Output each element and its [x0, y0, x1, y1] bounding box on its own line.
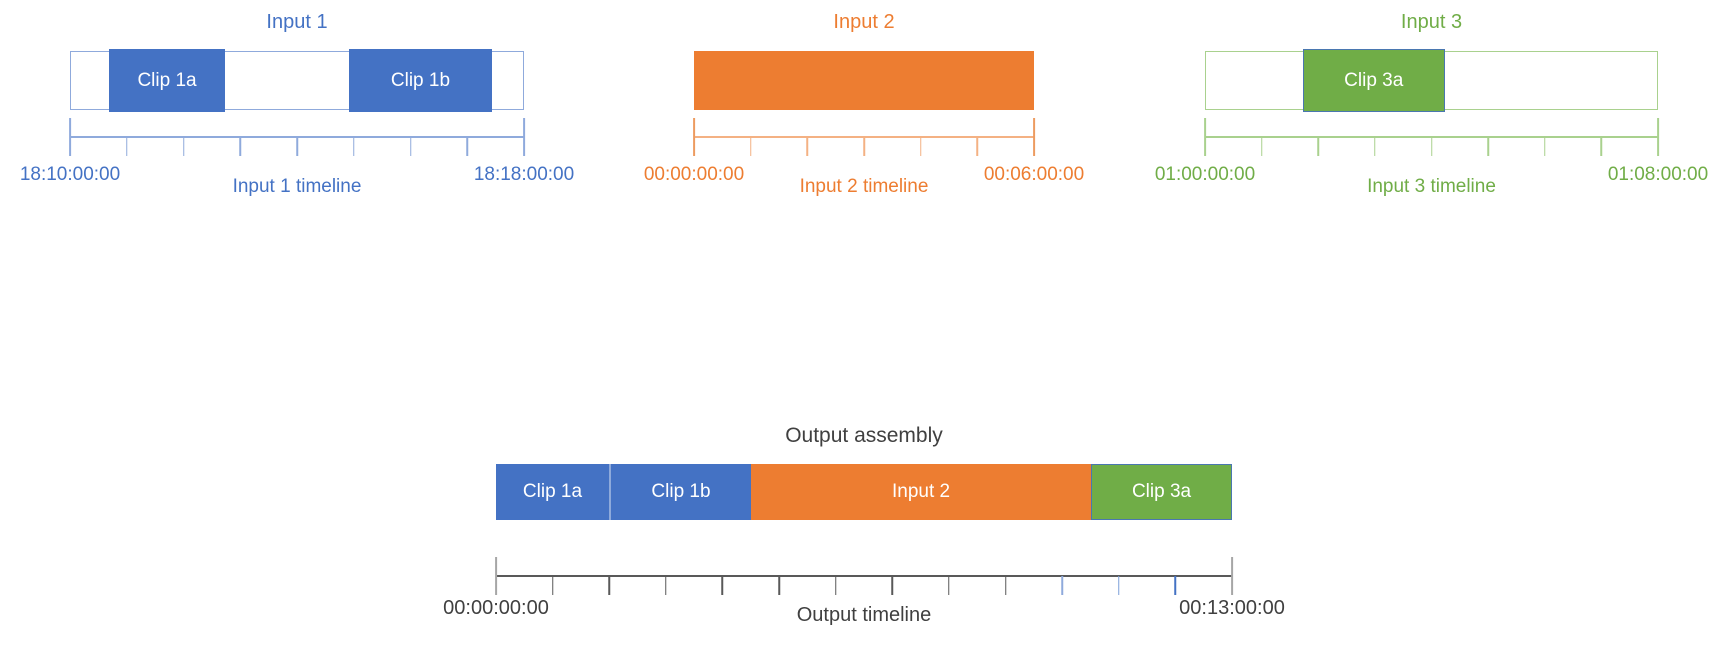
- input2-start-timecode: 00:00:00:00: [643, 164, 745, 185]
- ruler-tick: [834, 576, 837, 595]
- ruler-tick: [1061, 576, 1063, 595]
- input2-end-timecode: 00:06:00:00: [983, 164, 1085, 185]
- input2-bar-fill: [694, 51, 1034, 110]
- ruler-tick: [976, 137, 979, 156]
- ruler-end-tick: [1204, 118, 1206, 156]
- ruler-tick: [296, 137, 298, 156]
- ruler-tick: [948, 576, 950, 595]
- output-title: Output assembly: [785, 424, 943, 447]
- ruler-line: [496, 575, 1232, 577]
- ruler-tick: [891, 576, 894, 595]
- input1-source-bar: Clip 1a Clip 1b: [70, 49, 524, 112]
- input2-title: Input 2: [833, 11, 895, 33]
- ruler-tick: [1118, 576, 1120, 595]
- ruler-tick: [466, 137, 468, 156]
- ruler-end-tick: [693, 118, 695, 156]
- ruler-end-tick: [495, 557, 497, 595]
- ruler-tick: [863, 137, 865, 156]
- input3-clips: Clip 3a: [1205, 49, 1658, 112]
- ruler-tick: [806, 137, 809, 156]
- input2-timeline-label: Input 2 timeline: [799, 176, 929, 197]
- output-end-timecode: 00:13:00:00: [1179, 597, 1285, 619]
- output-timeline-ruler: [495, 557, 1233, 595]
- clip-segment-clip-3a: Clip 3a: [1091, 464, 1232, 520]
- ruler-tick: [409, 137, 412, 156]
- input1-timeline-label: Input 1 timeline: [232, 176, 362, 197]
- input1-clips: Clip 1a Clip 1b: [70, 49, 524, 112]
- input3-title: Input 3: [1400, 11, 1463, 33]
- ruler-tick: [749, 137, 752, 156]
- ruler-tick: [1374, 137, 1376, 156]
- input3-timeline-label: Input 3 timeline: [1367, 176, 1496, 197]
- ruler-tick: [665, 576, 667, 595]
- ruler-tick: [1600, 137, 1603, 156]
- ruler-end-tick: [1231, 557, 1233, 595]
- ruler-tick: [1430, 137, 1433, 156]
- clip-segment-clip-3a: Clip 3a: [1302, 49, 1445, 112]
- input3-end-timecode: 01:08:00:00: [1607, 164, 1709, 185]
- output-timeline-label: Output timeline: [796, 604, 932, 626]
- ruler-tick: [353, 137, 355, 156]
- clip-segment-input-2: Input 2: [751, 464, 1092, 520]
- output-start-timecode: 00:00:00:00: [443, 597, 549, 619]
- ruler-tick: [126, 137, 128, 156]
- ruler-end-tick: [69, 118, 71, 156]
- clip-segment-clip-1a: Clip 1a: [496, 464, 609, 520]
- input1-title: Input 1: [266, 11, 328, 33]
- ruler-tick: [182, 137, 185, 156]
- clip-segment-clip-1a: Clip 1a: [109, 49, 226, 112]
- input3-start-timecode: 01:00:00:00: [1154, 164, 1256, 185]
- input2-timeline-ruler: [693, 118, 1035, 156]
- ruler-end-tick: [1033, 118, 1035, 156]
- ruler-tick: [551, 576, 554, 595]
- ruler-end-tick: [1657, 118, 1659, 156]
- ruler-tick: [919, 137, 922, 156]
- input2-source-bar: [694, 49, 1034, 112]
- input1-timeline-ruler: [69, 118, 525, 156]
- input1-start-timecode: 18:10:00:00: [19, 164, 121, 185]
- ruler-tick: [1174, 576, 1177, 595]
- ruler-tick: [1487, 137, 1489, 156]
- ruler-tick: [1317, 137, 1319, 156]
- ruler-end-tick: [523, 118, 525, 156]
- clip-segment-clip-1b: Clip 1b: [608, 464, 752, 520]
- ruler-tick: [608, 576, 610, 595]
- ruler-tick: [778, 576, 780, 595]
- ruler-tick: [1004, 576, 1007, 595]
- clip-segment-clip-1b: Clip 1b: [348, 49, 492, 112]
- input3-source-bar: Clip 3a: [1205, 49, 1658, 112]
- ruler-tick: [721, 576, 724, 595]
- ruler-tick: [1544, 137, 1546, 156]
- ruler-tick: [239, 137, 241, 156]
- input1-end-timecode: 18:18:00:00: [473, 164, 575, 185]
- input3-timeline-ruler: [1204, 118, 1659, 156]
- ruler-tick: [1260, 137, 1263, 156]
